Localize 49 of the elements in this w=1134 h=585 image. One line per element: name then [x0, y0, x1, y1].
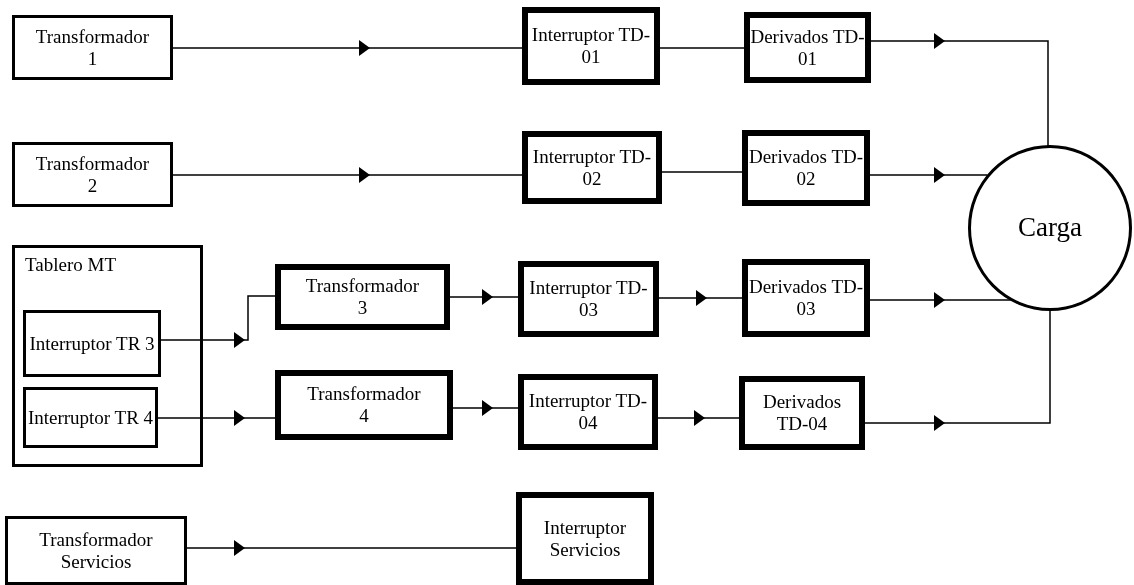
arrow: [658, 290, 743, 306]
process-box: [516, 492, 654, 585]
process-box: [518, 374, 658, 450]
node-label: Interruptor Servicios: [542, 516, 628, 561]
process-box: [739, 376, 865, 450]
process-box: [23, 310, 161, 377]
process-box: [23, 387, 158, 448]
process-box: [12, 142, 173, 207]
process-box: [5, 516, 187, 585]
node-label: Interruptor TR 3: [29, 332, 155, 355]
node-label: Transformador Servicios: [38, 528, 154, 573]
node-label: Carga: [1018, 212, 1082, 244]
process-box: [522, 131, 662, 204]
load-circle: [968, 145, 1132, 311]
node-label: Derivados TD-03: [748, 276, 864, 320]
node-label: Derivados TD-02: [748, 146, 864, 190]
arrow: [157, 410, 276, 426]
process-box: [12, 15, 173, 80]
arrow: [870, 33, 1049, 147]
arrow: [172, 167, 523, 183]
process-box: [742, 130, 870, 206]
arrow: [864, 309, 1051, 431]
node-label: Interruptor TD-02: [531, 145, 653, 190]
process-box: [275, 370, 453, 440]
arrow: [657, 410, 740, 426]
arrow: [452, 400, 519, 416]
node-label: Transformador 1: [34, 25, 151, 70]
node-label: Interruptor TD-04: [527, 390, 649, 434]
node-label: Transformador 4: [306, 383, 422, 427]
node-label: Derivados TD-04: [761, 391, 843, 435]
arrow: [172, 40, 523, 56]
process-box: [275, 264, 450, 330]
node-label: Interruptor TD-01: [530, 24, 652, 68]
arrow: [869, 292, 1012, 308]
process-box: [522, 7, 660, 85]
panel-box: [12, 245, 203, 467]
process-box: [518, 261, 659, 337]
panel-title: Tablero MT: [25, 254, 116, 276]
arrow: [869, 167, 989, 183]
node-label: Interruptor TD-03: [528, 277, 649, 321]
node-label: Derivados TD-01: [750, 25, 865, 70]
node-label: Transformador 2: [34, 152, 151, 197]
arrow: [449, 289, 519, 305]
node-label: Transformador 3: [304, 275, 421, 319]
process-box: [744, 12, 871, 83]
arrow: [186, 540, 517, 556]
arrow: [160, 295, 276, 348]
node-label: Interruptor TR 4: [27, 406, 154, 429]
process-box: [742, 259, 870, 337]
